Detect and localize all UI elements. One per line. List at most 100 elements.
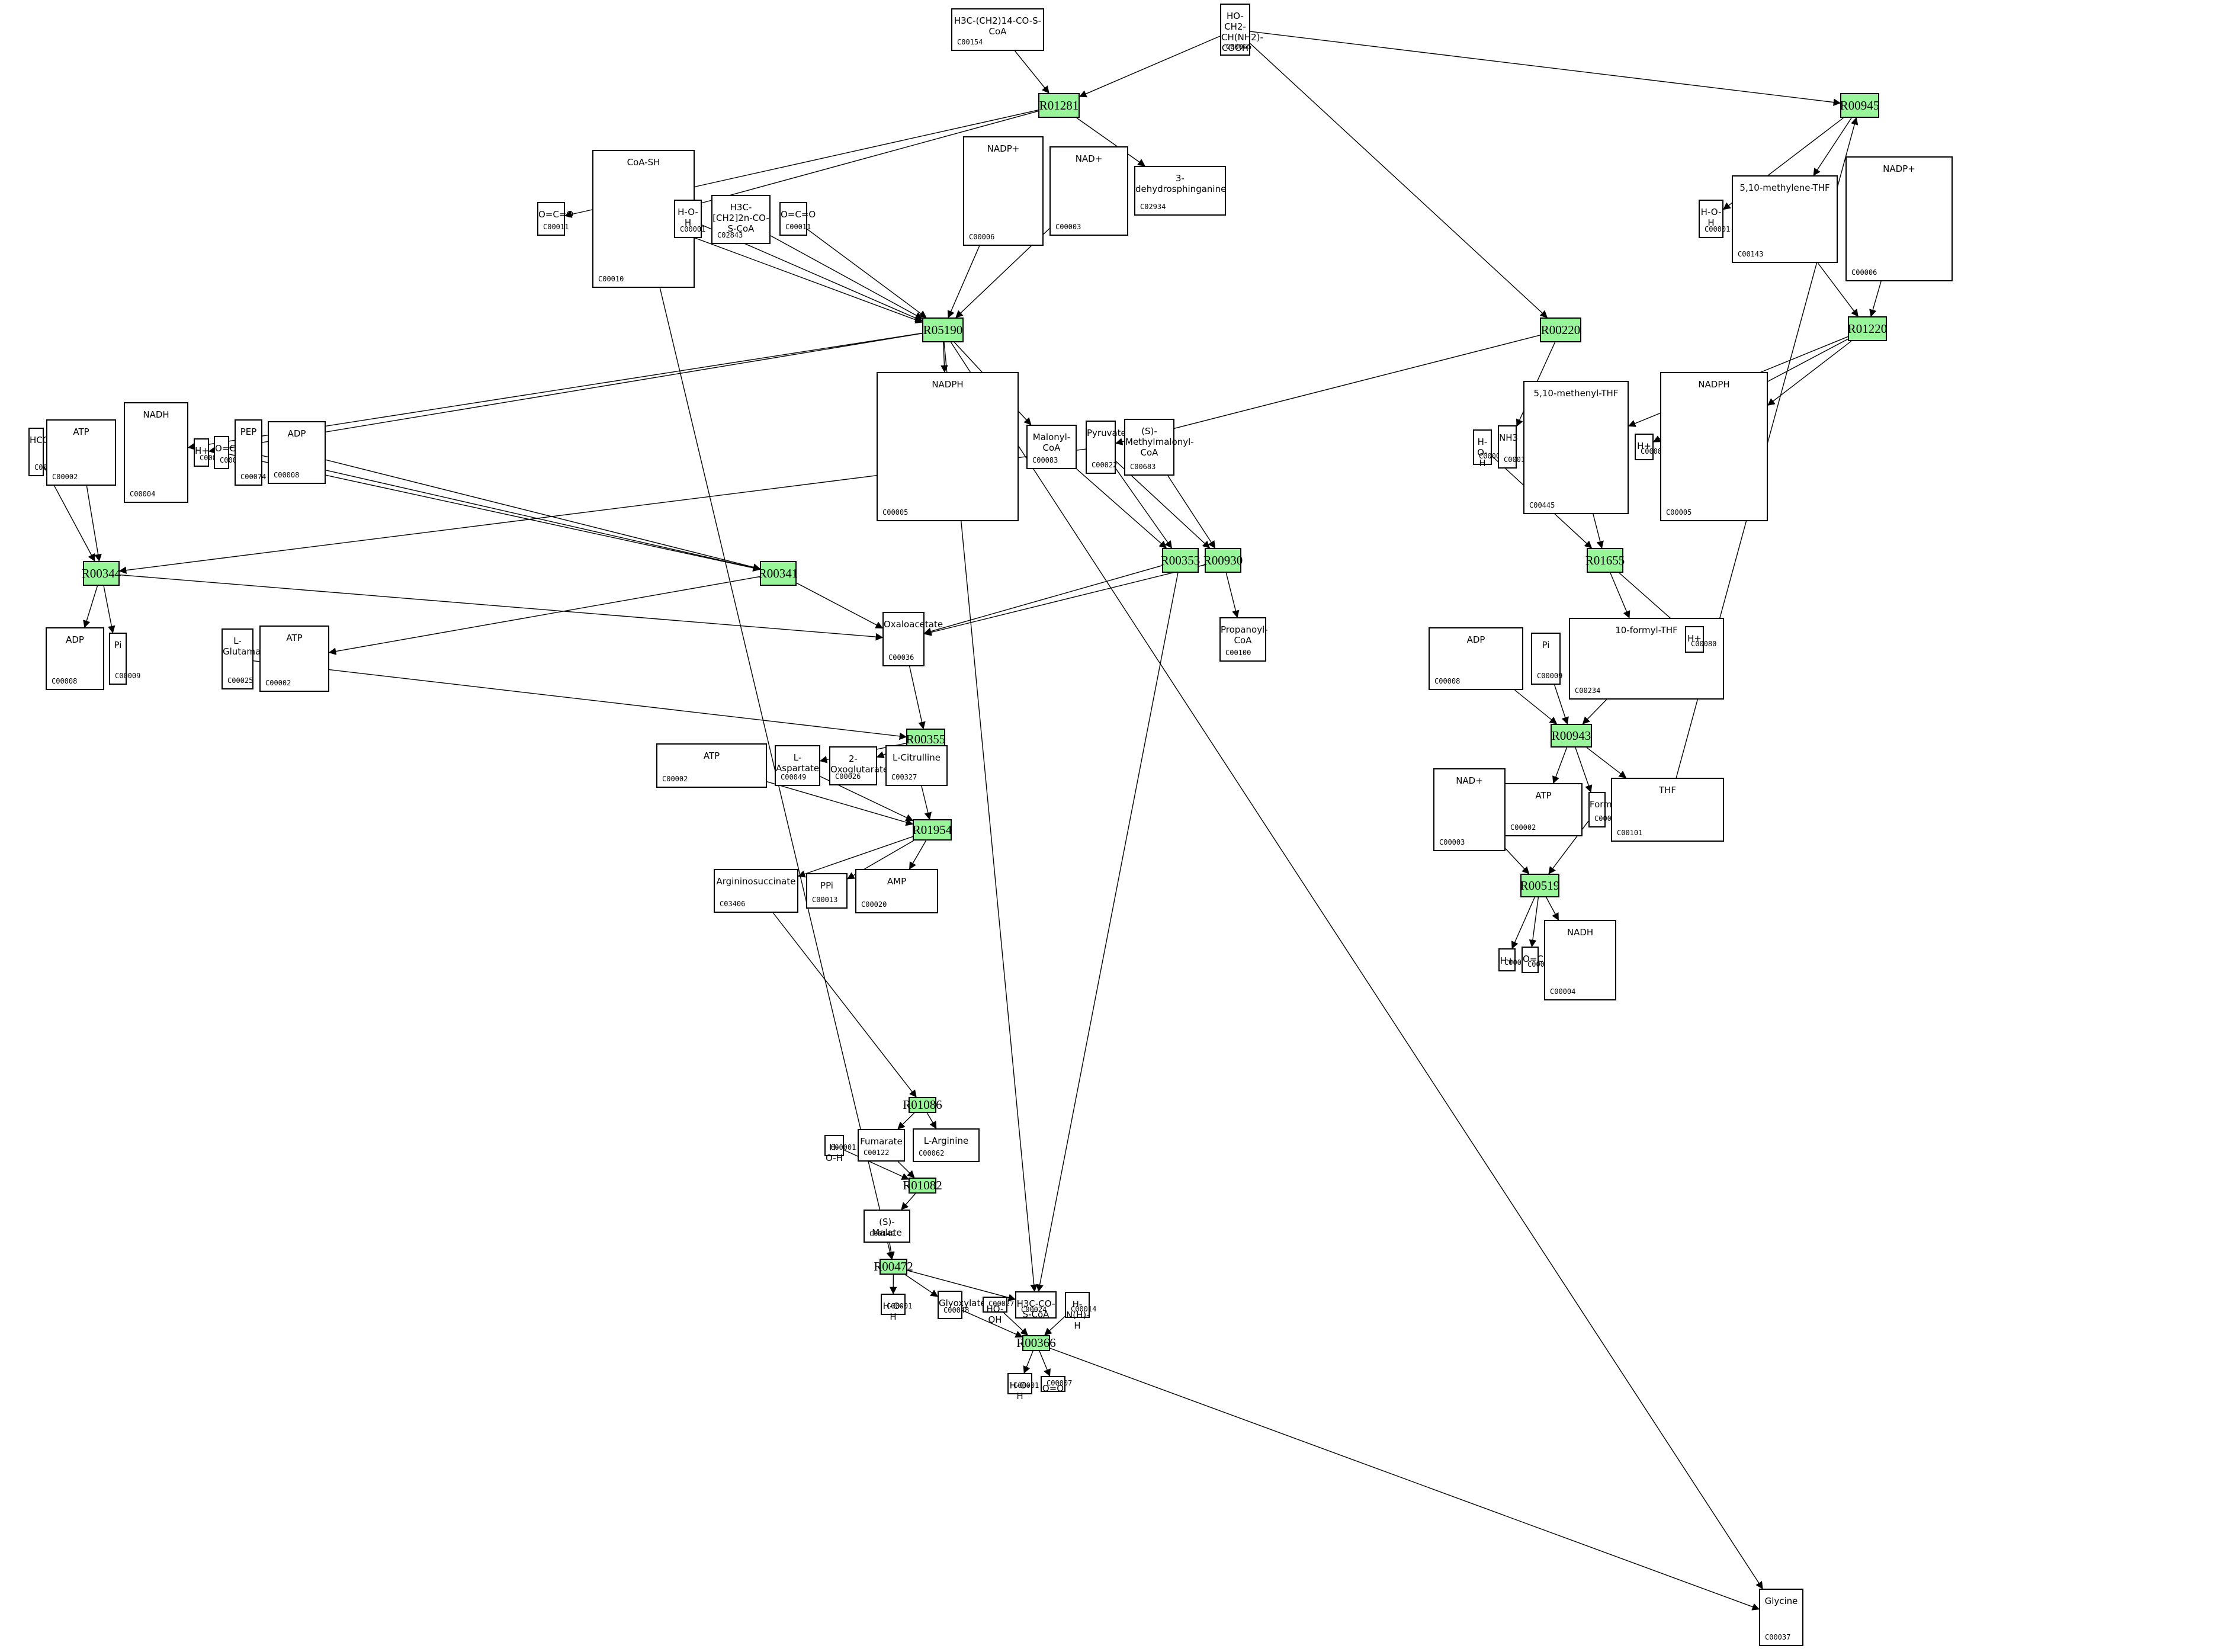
- compound-node[interactable]: H+C00080: [194, 438, 225, 467]
- compound-structure: Argininosuccinate: [716, 876, 796, 887]
- reaction-node[interactable]: R00353: [1161, 548, 1200, 573]
- reaction-node[interactable]: R01086: [903, 1097, 942, 1113]
- reaction-node[interactable]: R00341: [759, 561, 798, 586]
- reaction-edge: [796, 582, 884, 628]
- compound-structure: H-O-H: [1477, 437, 1488, 469]
- compound-node[interactable]: HCO3-C00288: [28, 428, 60, 476]
- reaction-node[interactable]: R00344: [81, 561, 121, 586]
- compound-node[interactable]: NAD+C00003: [1433, 768, 1506, 851]
- reaction-edge: [766, 781, 914, 826]
- reaction-node[interactable]: R00472: [874, 1259, 913, 1275]
- reaction-edge: [905, 1274, 939, 1297]
- reaction-node[interactable]: R00519: [1520, 874, 1559, 897]
- reaction-node[interactable]: R01655: [1585, 548, 1625, 573]
- compound-id: C00002: [265, 679, 291, 687]
- compound-id: C00008: [274, 471, 300, 479]
- compound-structure: Pi: [1542, 640, 1550, 650]
- reaction-node[interactable]: R00943: [1551, 724, 1592, 748]
- reaction-edge: [926, 1112, 937, 1130]
- compound-structure: L-Glutamate: [223, 636, 270, 657]
- reaction-node[interactable]: R00945: [1840, 93, 1879, 118]
- reaction-label: R00355: [906, 732, 946, 746]
- compound-id: C00065: [1226, 43, 1252, 51]
- reaction-node[interactable]: R01954: [913, 819, 952, 841]
- compound-node[interactable]: NADP+C00006: [1845, 156, 1953, 281]
- reaction-edge: [923, 565, 1163, 635]
- compound-id: C00002: [662, 775, 688, 783]
- reaction-node[interactable]: R01082: [903, 1178, 942, 1194]
- compound-node[interactable]: NADP+C00006: [963, 136, 1044, 246]
- reaction-edge: [1575, 747, 1593, 793]
- reaction-label: R00344: [81, 566, 121, 580]
- compound-id: C00026: [835, 772, 861, 781]
- reaction-node[interactable]: R00930: [1203, 548, 1243, 573]
- compound-id: C00006: [969, 233, 995, 241]
- reaction-node[interactable]: R05190: [922, 317, 964, 342]
- reaction-node[interactable]: R00220: [1540, 317, 1581, 342]
- compound-node[interactable]: H+C00080: [1635, 434, 1666, 460]
- reaction-node[interactable]: R01281: [1038, 93, 1080, 118]
- reaction-edge: [1049, 1348, 1760, 1611]
- compound-node[interactable]: H+C00080: [1685, 626, 1716, 653]
- reaction-node[interactable]: R01220: [1848, 316, 1887, 341]
- reaction-edge: [119, 574, 884, 641]
- reaction-node[interactable]: R00366: [1016, 1335, 1056, 1351]
- compound-node[interactable]: H+C00080: [1498, 948, 1530, 971]
- compound-node[interactable]: NAD+C00003: [1049, 146, 1128, 236]
